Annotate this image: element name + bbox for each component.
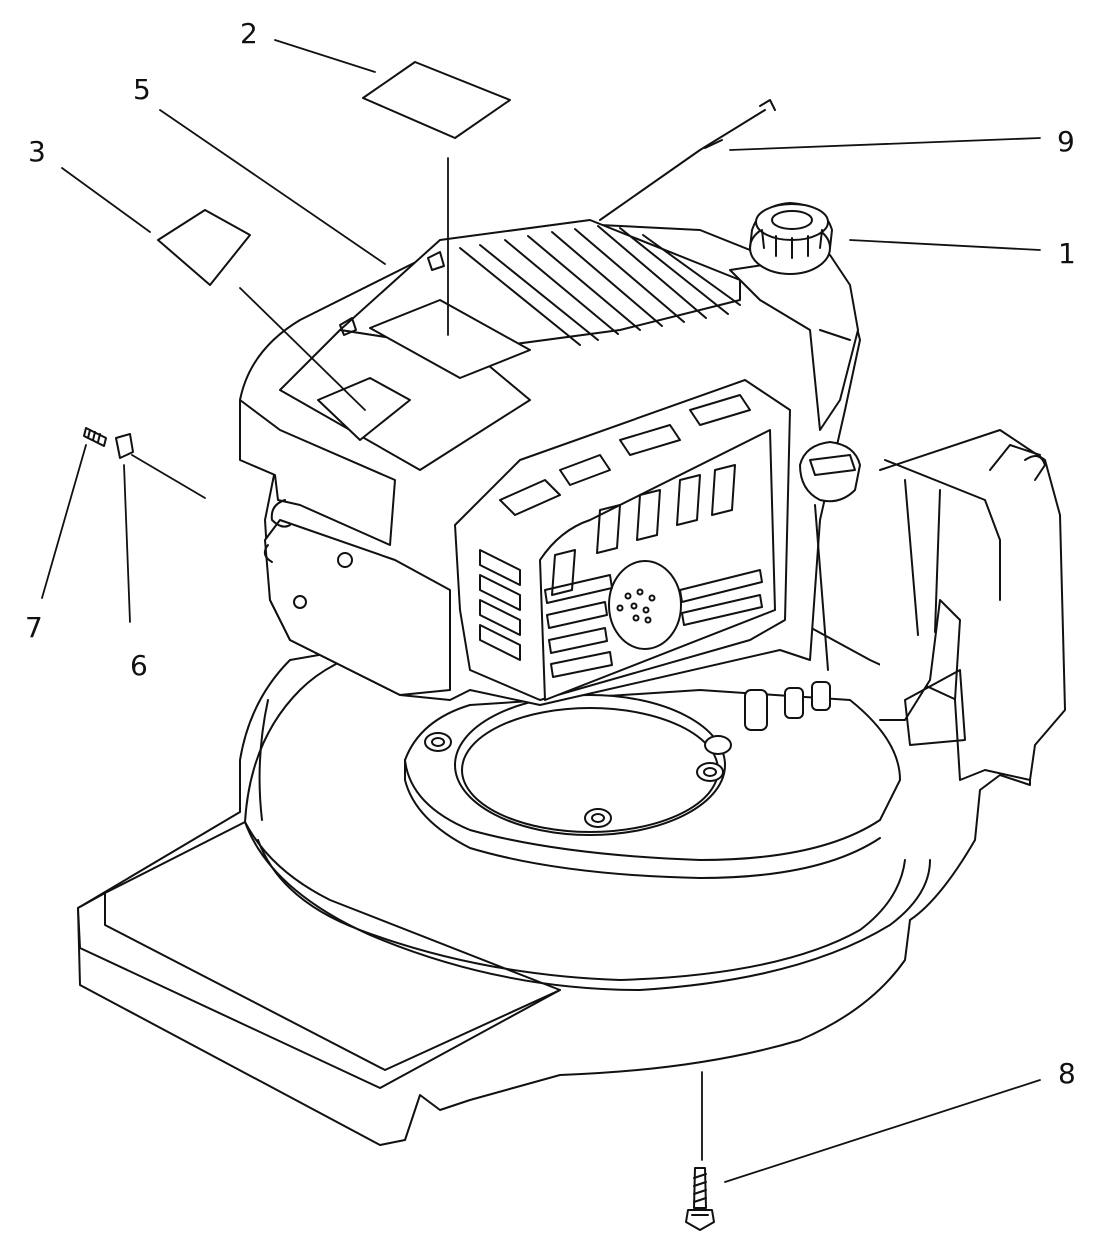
callout-6: 6	[130, 649, 148, 682]
leader-lines	[41, 39, 1041, 1183]
screw-part-7	[83, 427, 107, 447]
leader-line-3	[61, 167, 151, 233]
mower-deck	[77, 429, 1066, 1146]
callout-5: 5	[133, 73, 151, 106]
callout-1: 1	[1058, 237, 1076, 270]
callout-8: 8	[1058, 1057, 1076, 1090]
callout-3: 3	[28, 135, 46, 168]
bolt-part-8	[685, 1167, 715, 1231]
engine	[239, 99, 861, 706]
leader-line-5	[159, 109, 386, 265]
callout-2: 2	[240, 17, 258, 50]
callout-9: 9	[1057, 125, 1075, 158]
leader-line-7	[41, 444, 87, 599]
leader-line-3-down	[239, 287, 366, 411]
callout-7: 7	[25, 611, 43, 644]
leader-line-8	[724, 1079, 1041, 1183]
decal-part-2	[362, 61, 511, 139]
leader-line-6	[123, 464, 131, 623]
leader-line-2	[274, 39, 376, 73]
leader-line-9	[729, 137, 1041, 151]
leader-line-6-right	[131, 454, 206, 499]
nut-part-6	[115, 433, 134, 459]
decal-part-3	[157, 209, 251, 286]
gas-cap	[749, 202, 833, 275]
leader-line-1	[849, 239, 1041, 251]
cooling-fins	[459, 225, 741, 346]
recoil-starter-cover	[454, 379, 791, 701]
